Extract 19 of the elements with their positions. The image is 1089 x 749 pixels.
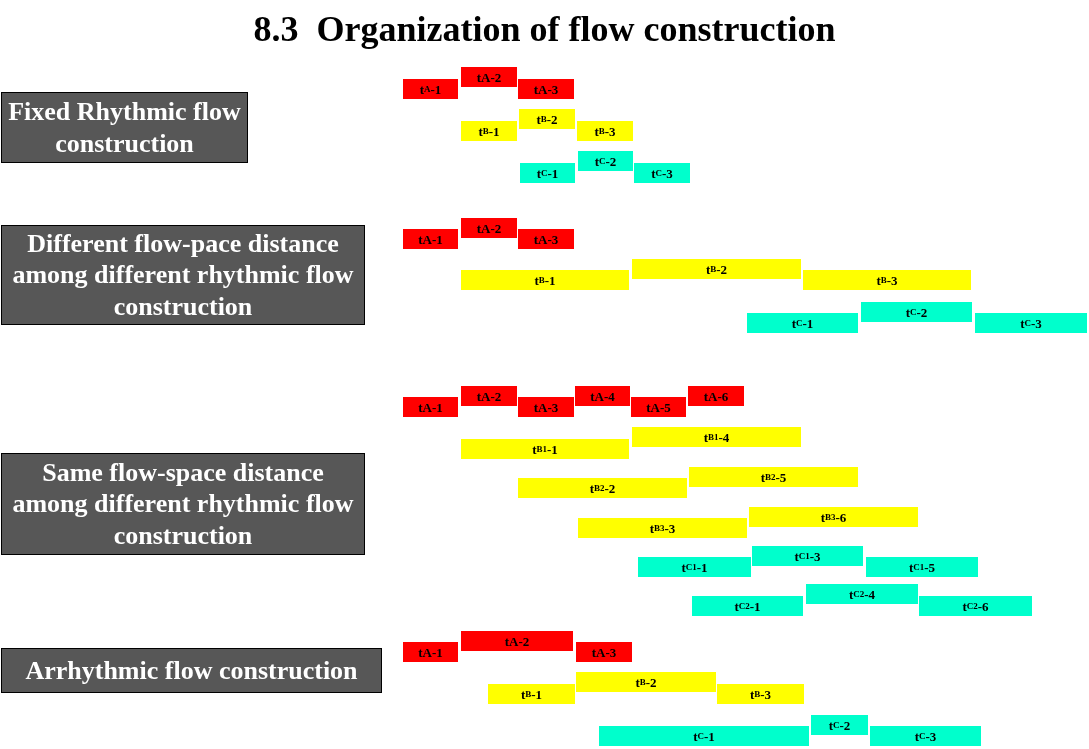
task-bar: tA-3 <box>576 642 632 662</box>
section-heading-box: Arrhythmic flow construction <box>1 648 382 693</box>
task-bar: tA-2 <box>461 631 573 651</box>
section-heading-box: Fixed Rhythmic flow construction <box>1 92 248 163</box>
task-bar: tA-5 <box>631 397 686 417</box>
task-bar: tA-2 <box>461 218 517 238</box>
task-bar: tA-3 <box>518 229 574 249</box>
task-bar: tA-1 <box>403 642 458 662</box>
task-bar: tA-6 <box>688 386 744 406</box>
task-bar: tA-2 <box>461 386 517 406</box>
title: 8.3 Organization of flow construction <box>252 8 837 50</box>
section-heading-box: Different flow-pace distance among different rhythmic flow construction <box>1 225 365 325</box>
task-bar: tA-1 <box>403 397 458 417</box>
task-bar: tA-4 <box>575 386 630 406</box>
section-heading-box: Same flow-space distance among different rhythmic flow construction <box>1 453 365 555</box>
task-bar: tA-1 <box>403 229 458 249</box>
task-bar: tA-3 <box>518 397 574 417</box>
task-bar: tA-2 <box>461 67 517 87</box>
task-bar: tA-3 <box>518 79 574 99</box>
